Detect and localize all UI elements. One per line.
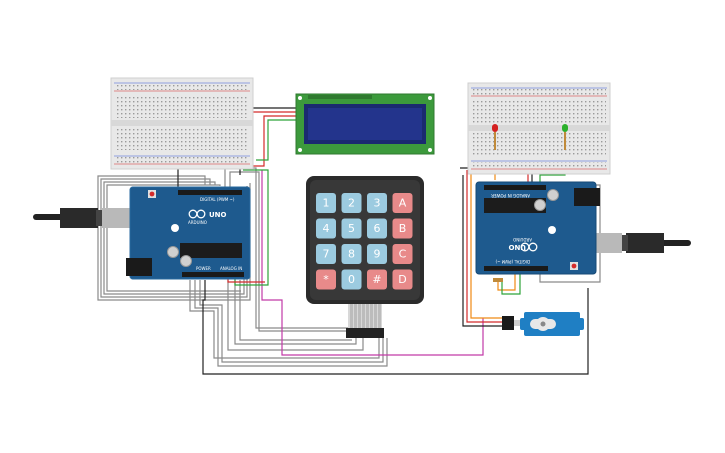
wire [252,115,296,167]
keypad-connector [346,328,384,338]
keypad-key-0-3[interactable] [392,193,413,213]
wire [470,165,503,319]
keypad-key-label: # [372,273,381,286]
keypad-key-2-1[interactable] [341,244,362,264]
wire [106,184,241,292]
wire [261,170,484,356]
wire [234,280,357,345]
wire [194,280,388,367]
wire [199,280,384,363]
keypad-key-1-3[interactable] [392,218,413,239]
wires [97,107,601,375]
right-arduino-logo [520,242,538,252]
keypad-key-0-1[interactable] [341,193,362,213]
wire [227,280,364,351]
keypad-key-label: 3 [374,197,381,210]
right-board-label: UNO [508,243,526,251]
left-board-label: UNO [209,211,227,219]
lcd-display [295,93,435,155]
keypad-key-label: 4 [323,222,330,235]
keypad-key-1-2[interactable] [367,218,387,239]
lcd-pin-header [308,95,372,99]
keypad-key-2-0[interactable] [316,244,336,264]
keypad-key-label: B [399,222,407,235]
wire [497,270,516,291]
keypad-key-0-0[interactable] [316,193,336,213]
keypad-key-label: 5 [348,222,355,235]
left-mcu-chip [180,243,242,258]
keypad-key-label: D [398,273,406,286]
keypad-key-label: A [399,197,407,210]
left-digital-label: DIGITAL (PWM ~) [200,197,235,202]
keypad-key-label: 2 [348,197,355,210]
keypad-key-label: 9 [374,248,381,261]
keypad-key-2-3[interactable] [392,244,413,264]
keypad-key-label: 8 [348,248,355,261]
right-breadboard [467,82,611,175]
wire [229,171,348,332]
keypad-key-3-1[interactable] [341,269,362,290]
keypad-key-label: C [399,248,407,261]
servo-motor [502,312,584,336]
keypad-key-label: 0 [348,273,355,286]
wire [462,175,503,327]
keypad-key-3-2[interactable] [367,269,387,290]
right-digital-label: DIGITAL (PWM ~) [495,259,530,264]
keypad: 1 2 3 A 4 5 6 B 7 8 9 C * 0 # D [306,176,424,338]
right-power-label: POWER [491,193,506,198]
keypad-key-3-0[interactable] [316,269,336,290]
left-arduino-uno: UNO ARDUINO DIGITAL (PWM ~) POWER ANALOG… [33,186,251,280]
keypad-ribbon [346,304,384,338]
keypad-key-label: * [323,273,329,286]
keypad-key-label: 7 [323,248,330,261]
right-mcu-chip [484,198,546,213]
keypad-key-0-2[interactable] [367,193,387,213]
wire [239,280,352,341]
keypad-key-1-0[interactable] [316,218,336,239]
wire [256,119,296,161]
left-board-brand: ARDUINO [188,220,207,225]
keypad-key-3-3[interactable] [392,269,413,290]
wire [97,175,251,301]
keypad-key-2-2[interactable] [367,244,387,264]
resistor [493,278,503,282]
keypad-key-1-1[interactable] [341,218,362,239]
left-breadboard [110,77,254,170]
right-arduino-uno: UNO ARDUINO DIGITAL (PWM ~) POWER ANALOG… [475,181,691,282]
left-analog-label: ANALOG IN [220,266,242,271]
lcd-screen [308,108,422,140]
left-arduino-logo [188,209,206,219]
right-board-brand: ARDUINO [513,237,532,242]
left-power-jack [126,258,152,276]
red-led [492,124,498,150]
wire [224,167,348,329]
wire [501,270,521,295]
right-analog-label: ANALOG IN [508,193,530,198]
left-power-label: POWER [196,266,211,271]
keypad-key-label: 1 [323,197,330,210]
right-power-jack [574,188,600,206]
wire [466,170,503,323]
wire [202,280,589,375]
keypad-key-label: 6 [374,222,381,235]
servo-horn [530,317,556,331]
green-led [562,124,568,150]
